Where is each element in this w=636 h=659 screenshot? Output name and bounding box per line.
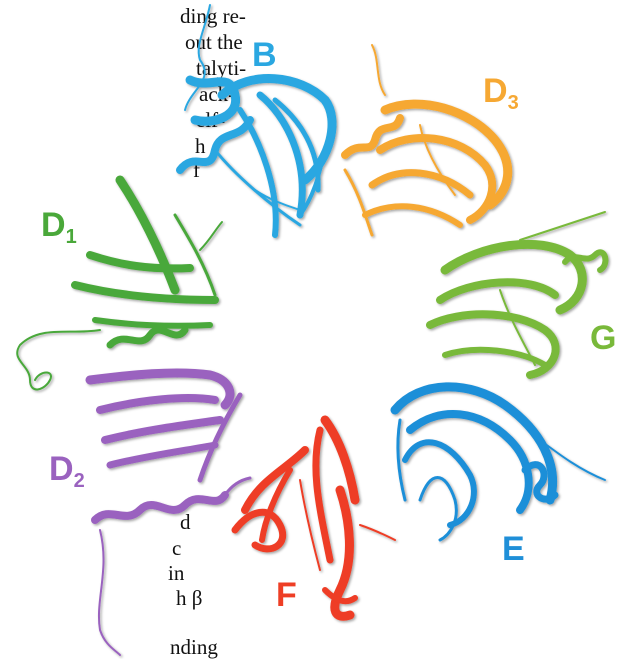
- domain-label-g: G: [590, 321, 616, 355]
- domain-label-d2-sub: 2: [74, 470, 85, 492]
- domain-label-d1-sub: 1: [66, 226, 77, 248]
- domain-d2-ribbon: [90, 373, 250, 655]
- domain-label-f-main: F: [276, 576, 297, 614]
- domain-f-ribbon: [235, 420, 395, 616]
- domain-label-b-main: B: [252, 36, 277, 74]
- domain-label-d3-sub: 3: [508, 92, 519, 114]
- domain-label-f: F: [276, 578, 297, 612]
- domain-label-e: E: [502, 532, 525, 566]
- domain-label-d3: D3: [483, 74, 519, 113]
- domain-label-d2-main: D: [49, 450, 74, 488]
- domain-label-g-main: G: [590, 319, 616, 357]
- domain-e-ribbon: [395, 387, 605, 540]
- domain-label-d1-main: D: [41, 206, 66, 244]
- domain-label-d3-main: D: [483, 72, 508, 110]
- domain-label-d1: D1: [41, 208, 77, 247]
- domain-label-e-main: E: [502, 530, 525, 568]
- domain-g-ribbon: [430, 212, 605, 375]
- domain-label-d2: D2: [49, 452, 85, 491]
- domain-label-b: B: [252, 38, 277, 72]
